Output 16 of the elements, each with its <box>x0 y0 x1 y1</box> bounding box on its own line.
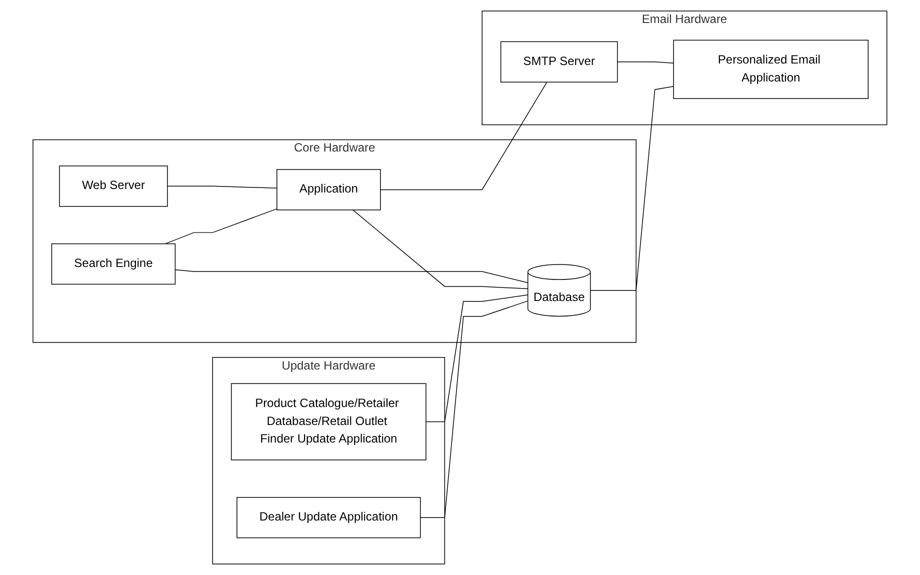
connector <box>617 62 674 64</box>
connector <box>167 186 278 188</box>
node-box: Personalized Email Application <box>673 40 869 99</box>
node-box: Web Server <box>59 166 168 207</box>
connector <box>164 208 278 244</box>
node-box: Search Engine <box>51 243 176 285</box>
connector <box>352 210 528 290</box>
connector <box>420 300 528 518</box>
node-box: SMTP Server <box>500 41 618 82</box>
connector <box>590 86 674 291</box>
node-box: Dealer Update Application <box>236 497 421 538</box>
node-box: Product Catalogue/Retailer Database/Retail Outlet Finder Update Application <box>231 383 426 460</box>
connector <box>174 269 528 284</box>
connector <box>426 294 528 422</box>
node-box: Application <box>276 169 381 210</box>
connector <box>380 82 548 190</box>
